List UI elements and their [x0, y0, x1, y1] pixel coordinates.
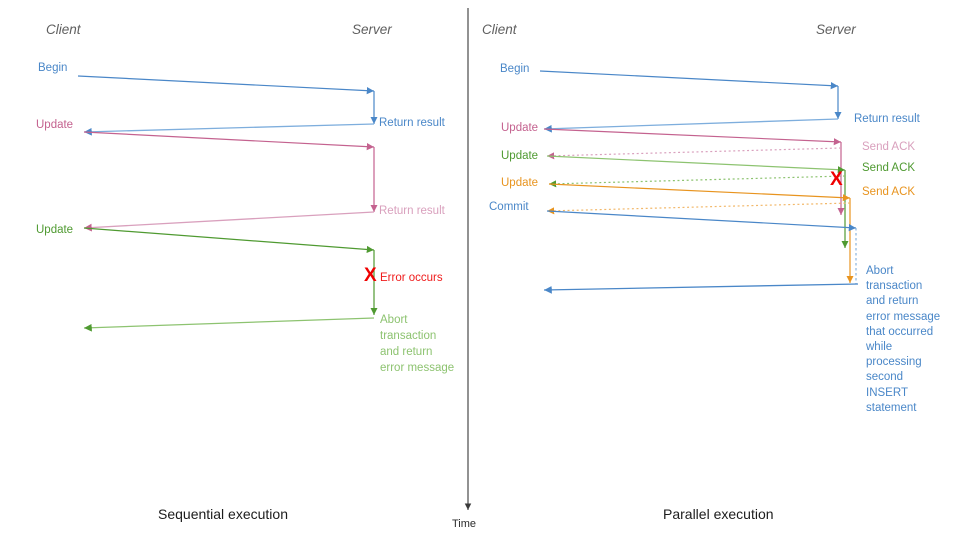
abort-note-line-4: error message	[380, 362, 455, 374]
message-label-update-2-sequential: Update	[36, 224, 74, 236]
panel-sequential	[77, 75, 378, 332]
arrow-abort-return	[83, 317, 375, 332]
error-x-icon-parallel: X	[830, 169, 843, 190]
abort-note-par-line-2: transaction	[866, 280, 923, 293]
arrow-update-pink	[543, 128, 842, 146]
abort-note-par-line-5: that occurred	[866, 325, 934, 338]
error-x-icon-sequential: X	[364, 265, 377, 286]
lane-title-server-sequential: Server	[352, 22, 392, 37]
arrow-return-result-1	[83, 123, 375, 136]
abort-note-line-1: Abort	[380, 314, 408, 326]
message-begin-request	[77, 75, 375, 95]
lane-title-client-parallel: Client	[482, 22, 517, 37]
panel-parallel	[539, 70, 859, 294]
message-label-commit: Commit	[489, 201, 529, 213]
arrow-return-result-par	[543, 118, 839, 133]
message-label-update-1-sequential: Update	[36, 119, 74, 131]
abort-note-par-line-9: INSERT	[866, 386, 908, 399]
message-label-return-result-parallel: Return result	[854, 113, 920, 125]
arrow-begin-par	[539, 70, 839, 90]
message-label-send-ack-pink: Send ACK	[862, 141, 916, 153]
abort-note-par-line-1: Abort	[866, 265, 894, 277]
caption-sequential: Sequential execution	[158, 506, 288, 522]
message-label-return-result-2: Return result	[379, 205, 445, 217]
message-label-begin-parallel: Begin	[500, 63, 530, 75]
arrow-return-result-2	[83, 211, 375, 232]
error-label-sequential: Error occurs	[380, 272, 443, 284]
arrow-update-1	[83, 131, 375, 151]
abort-note-par-line-6: while	[866, 341, 893, 354]
abort-note-par-line-4: error message	[866, 310, 941, 323]
message-label-update-orange: Update	[501, 177, 539, 189]
abort-note-line-3: and return	[380, 346, 433, 358]
lane-title-server-parallel: Server	[816, 22, 856, 37]
message-label-send-ack-green: Send ACK	[862, 162, 916, 174]
caption-parallel: Parallel execution	[663, 506, 774, 522]
abort-note-line-2: transaction	[380, 330, 437, 342]
message-label-return-result-1: Return result	[379, 117, 445, 129]
time-axis-label: Time	[452, 518, 477, 530]
message-label-update-green: Update	[501, 150, 539, 162]
abort-note-par-line-8: second	[866, 371, 904, 384]
arrow-abort-return-par	[543, 283, 859, 294]
abort-note-par-line-7: processing	[866, 356, 922, 369]
arrow-ack-pink	[546, 147, 842, 160]
arrow-ack-orange	[546, 202, 851, 215]
arrow-update-green	[546, 155, 846, 174]
abort-note-par-line-10: statement	[866, 401, 917, 414]
arrow-commit	[546, 210, 857, 232]
message-label-send-ack-orange: Send ACK	[862, 186, 916, 198]
lane-title-client-sequential: Client	[46, 22, 81, 37]
arrow-begin	[77, 75, 375, 95]
message-label-update-pink: Update	[501, 122, 539, 134]
arrow-ack-green	[548, 175, 846, 188]
arrow-update-2	[83, 227, 375, 254]
message-label-begin-sequential: Begin	[38, 62, 68, 74]
abort-note-par-line-3: and return	[866, 295, 919, 308]
arrow-update-orange	[548, 183, 851, 202]
